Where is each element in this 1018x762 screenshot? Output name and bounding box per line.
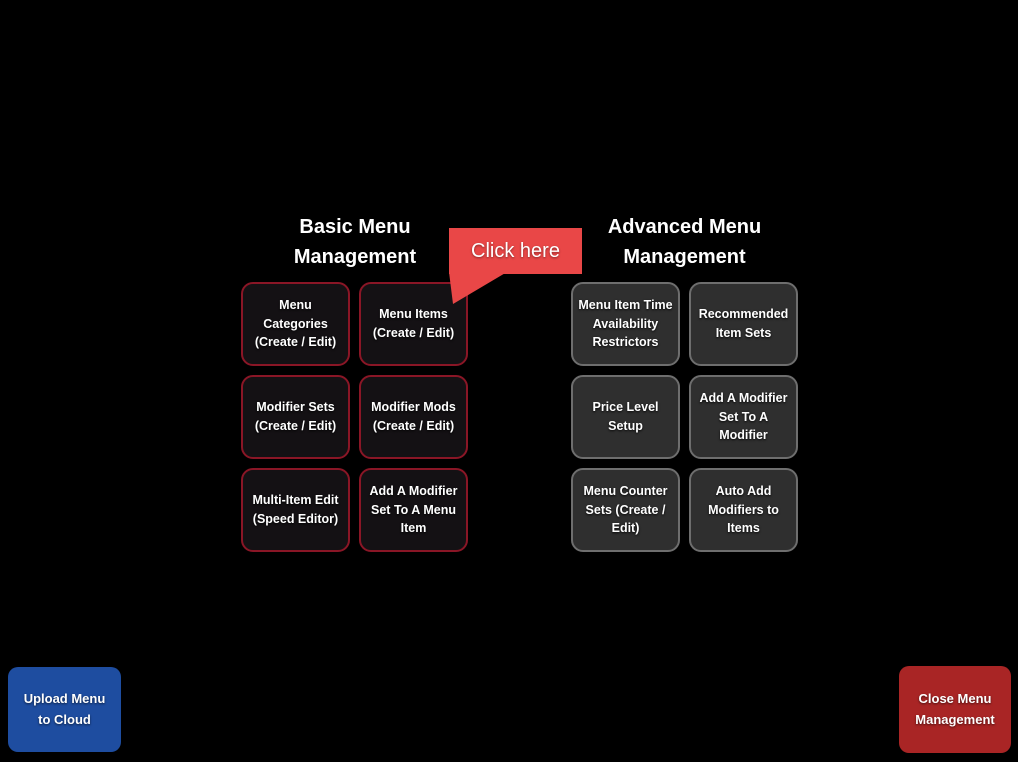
modifier-sets-button[interactable]: Modifier Sets (Create / Edit) [241,375,350,459]
basic-menu-section: Basic Menu Management Menu Categories (C… [241,212,469,552]
basic-button-grid: Menu Categories (Create / Edit) Menu Ite… [241,282,469,552]
recommended-item-sets-button[interactable]: Recommended Item Sets [689,282,798,366]
callout-arrow-icon [449,272,507,304]
menu-categories-button[interactable]: Menu Categories (Create / Edit) [241,282,350,366]
advanced-section-title: Advanced Menu Management [607,216,762,268]
modifier-mods-button[interactable]: Modifier Mods (Create / Edit) [359,375,468,459]
menu-items-button[interactable]: Menu Items (Create / Edit) [359,282,468,366]
menu-counter-sets-button[interactable]: Menu Counter Sets (Create / Edit) [571,468,680,552]
price-level-setup-button[interactable]: Price Level Setup [571,375,680,459]
multi-item-edit-button[interactable]: Multi-Item Edit (Speed Editor) [241,468,350,552]
close-menu-management-button[interactable]: Close Menu Management [899,666,1011,753]
advanced-button-grid: Menu Item Time Availability Restrictors … [571,282,798,552]
click-here-callout: Click here [449,228,582,274]
advanced-menu-section: Advanced Menu Management Menu Item Time … [571,212,798,552]
add-modifier-set-to-modifier-button[interactable]: Add A Modifier Set To A Modifier [689,375,798,459]
basic-section-title: Basic Menu Management [293,216,417,268]
upload-menu-to-cloud-button[interactable]: Upload Menu to Cloud [8,667,121,752]
add-modifier-set-to-menu-item-button[interactable]: Add A Modifier Set To A Menu Item [359,468,468,552]
menu-item-time-availability-button[interactable]: Menu Item Time Availability Restrictors [571,282,680,366]
auto-add-modifiers-button[interactable]: Auto Add Modifiers to Items [689,468,798,552]
